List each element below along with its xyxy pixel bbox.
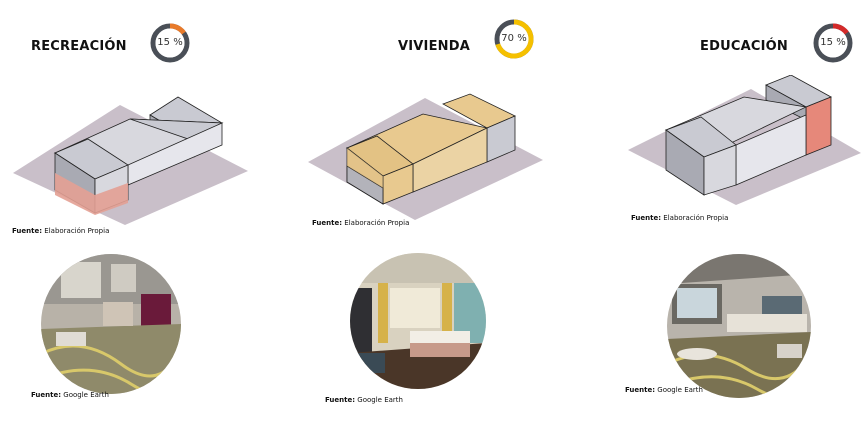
massing-diagram	[308, 93, 543, 220]
percentage-donut: 15 %	[812, 22, 854, 64]
interior-photo	[667, 254, 811, 398]
photo-source-caption: Fuente: Google Earth	[325, 396, 403, 404]
source-label: Fuente:	[631, 214, 662, 222]
panel-vivienda: VIVIENDA 70 % Fuente: Elaboración Propia	[290, 0, 580, 430]
diagram-source-caption: Fuente: Elaboración Propia	[631, 214, 728, 222]
source-label: Fuente:	[625, 386, 656, 394]
photo-source-caption: Fuente: Google Earth	[625, 386, 703, 394]
donut-percent-label: 15 %	[820, 37, 846, 48]
panel-recreacion: RECREACIÓN 15 % Fuente: Elaboración Prop…	[0, 0, 290, 430]
percentage-donut: 70 %	[493, 18, 535, 60]
donut-percent-label: 70 %	[501, 33, 527, 44]
source-label: Fuente:	[12, 227, 43, 235]
percentage-donut: 15 %	[149, 22, 191, 64]
panel-title: RECREACIÓN	[31, 39, 127, 54]
diagram-source-caption: Fuente: Elaboración Propia	[312, 219, 409, 227]
donut-ring	[813, 23, 853, 63]
photo-source-caption: Fuente: Google Earth	[31, 391, 109, 399]
source-text: Google Earth	[357, 396, 403, 404]
source-text: Elaboración Propia	[44, 227, 110, 235]
massing-diagram	[628, 75, 861, 205]
diagram-source-caption: Fuente: Elaboración Propia	[12, 227, 109, 235]
source-label: Fuente:	[31, 391, 62, 399]
panel-educacion: EDUCACIÓN 15 % Fuente: Elaboración Propi…	[580, 0, 863, 430]
panel-title: EDUCACIÓN	[700, 39, 788, 54]
donut-percent-label: 15 %	[157, 37, 183, 48]
panel-title: VIVIENDA	[398, 39, 471, 54]
donut-ring	[494, 19, 534, 59]
source-text: Google Earth	[63, 391, 109, 399]
source-text: Google Earth	[657, 386, 703, 394]
source-text: Elaboración Propia	[344, 219, 410, 227]
source-text: Elaboración Propia	[663, 214, 729, 222]
interior-photo	[41, 254, 181, 394]
donut-ring	[150, 23, 190, 63]
source-label: Fuente:	[325, 396, 356, 404]
source-label: Fuente:	[312, 219, 343, 227]
massing-diagram	[13, 96, 248, 225]
interior-photo	[350, 253, 486, 389]
